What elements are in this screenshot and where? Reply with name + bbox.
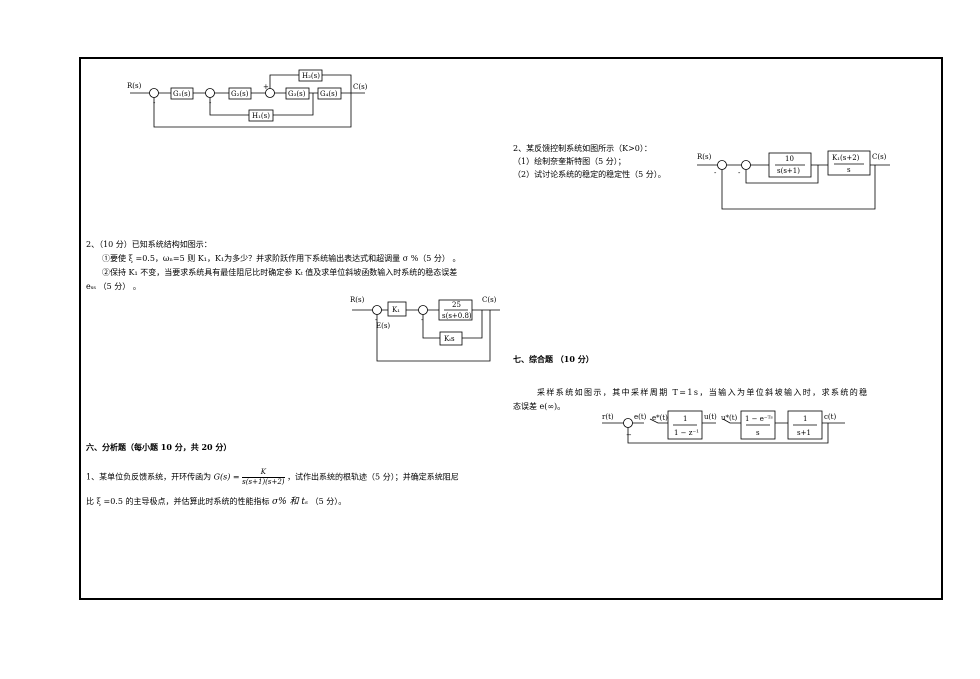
- q2-left-line4: eₛₛ （5 分） 。: [86, 282, 141, 291]
- label-C: C(s): [482, 296, 497, 304]
- q1-formula-num: K: [242, 468, 285, 478]
- den: s(s+0.8): [442, 312, 472, 320]
- q1-fraction: K s(s+1)(s+2): [242, 468, 285, 487]
- label-r: r(t): [602, 413, 614, 421]
- label-c: c(t): [824, 413, 836, 421]
- section6-heading: 六、分析题（每小题 10 分，共 20 分）: [86, 442, 232, 452]
- q2-left-line3: ②保持 K₁ 不变，当要求系统具有最佳阻尼比时确定参 Kₜ 值及求单位斜坡函数输…: [102, 268, 458, 277]
- q1-text-e: （5 分）。: [310, 497, 347, 506]
- box3-den: s+1: [797, 429, 811, 437]
- section6-q1-line2: 比 ξ =0.5 的主导极点，并估算此时系统的性能指标 σ% 和 tₛ （5 分…: [86, 497, 346, 507]
- num1: 10: [785, 155, 794, 163]
- label-R: R(s): [697, 153, 712, 161]
- label-C: C(s): [353, 83, 368, 91]
- block-diagram-q2-left: R(s) C(s) E(s) K₁ 25 s(s+0.8) Kₜs - -: [350, 296, 500, 362]
- label-G1: G₁(s): [173, 90, 191, 98]
- num2: K₁(s+2): [832, 154, 860, 162]
- q1-formula-den: s(s+1)(s+2): [242, 478, 285, 486]
- plus-3: +: [263, 83, 269, 91]
- section6-q1-line1: 1、某单位负反馈系统，开环传函为 G(s) = K s(s+1)(s+2) ，试…: [86, 468, 459, 487]
- q1-formula: G(s) = K s(s+1)(s+2): [214, 468, 285, 487]
- q2-right-line1: 2、某反馈控制系统如图所示（K>0）：: [513, 144, 652, 153]
- label-H2: H₂(s): [302, 72, 320, 80]
- label-u: u(t): [704, 413, 717, 421]
- exam-page-frame: [79, 57, 943, 600]
- block-diagram-top: R(s) C(s) G₁(s) G₂(s) G₃(s) G₄(s) H₂(s) …: [127, 69, 368, 128]
- q2-left-line2: ①要使 ξ =0.5，ωₙ=5 则 K₁，K₁为多少？并求阶跃作用下系统输出表达…: [102, 254, 461, 263]
- block-diagram-q2-right: R(s) C(s) 10 s(s+1) K₁(s+2) s - -: [697, 150, 890, 210]
- label-R: R(s): [127, 82, 142, 90]
- minus-1: -: [153, 99, 156, 107]
- q1-text-b: ，试作出系统的根轨迹（5 分）；并确定系统阻尼: [287, 472, 459, 482]
- minus: −: [626, 431, 632, 439]
- label-ustar: u*(t): [721, 414, 738, 422]
- label-Kt: Kₜs: [444, 335, 455, 343]
- box3-num: 1: [803, 415, 807, 423]
- label-K1: K₁: [392, 306, 400, 314]
- section7-line2: 态误差 e(∞)。: [513, 402, 566, 411]
- label-e: e(t): [634, 413, 647, 421]
- minus-2: -: [209, 99, 212, 107]
- minus-2: -: [738, 169, 741, 177]
- num: 25: [452, 301, 461, 309]
- label-C: C(s): [872, 153, 887, 161]
- minus-2: -: [421, 316, 424, 324]
- q2-left-line1: 2、（10 分）已知系统结构如图示：: [86, 240, 212, 249]
- label-R: R(s): [350, 296, 365, 304]
- label-G4: G₄(s): [320, 90, 338, 98]
- q1-text-c: 比 ξ =0.5 的主导极点，并估算此时系统的性能指标: [86, 497, 270, 506]
- box2-den: s: [756, 429, 760, 437]
- section7-line1: 采样系统如图示，其中采样周期 T=1s，当输入为单位斜坡输入时，求系统的稳: [537, 388, 869, 397]
- label-G3: G₃(s): [288, 90, 306, 98]
- box1-den: 1 − z⁻¹: [674, 429, 699, 437]
- minus-1: -: [714, 169, 717, 177]
- q1-text-a: 1、某单位负反馈系统，开环传函为: [86, 472, 212, 482]
- q1-text-d: σ% 和 tₛ: [272, 497, 309, 507]
- block-diagram-section7: r(t) e(t) e*(t) u(t) u*(t) c(t) 1 1 − z⁻…: [602, 410, 845, 444]
- den1: s(s+1): [777, 167, 800, 175]
- label-G2: G₂(s): [231, 90, 249, 98]
- label-H1: H₁(s): [252, 112, 270, 120]
- minus-1: -: [375, 316, 378, 324]
- den2: s: [847, 166, 851, 174]
- q1-formula-lhs: G(s) =: [213, 472, 240, 482]
- q2-right-line3: （2）试讨论系统的稳定的稳定性（5 分）。: [513, 170, 666, 179]
- box1-num: 1: [683, 415, 687, 423]
- q2-right-line2: （1）绘制奈奎斯特图（5 分）；: [513, 157, 626, 166]
- label-estar: e*(t): [652, 414, 668, 422]
- box2-num: 1 − e⁻ᵀˢ: [745, 415, 774, 423]
- section7-heading: 七、综合题 （10 分）: [513, 354, 594, 364]
- label-E: E(s): [376, 322, 390, 330]
